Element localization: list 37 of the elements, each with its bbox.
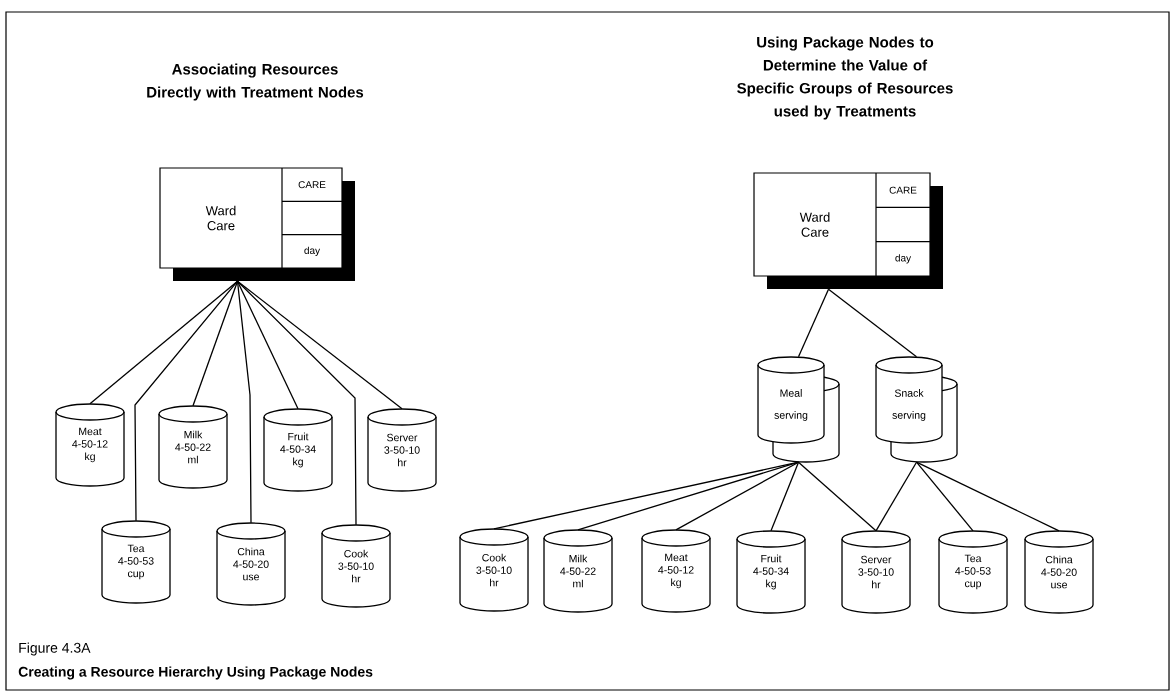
- package-cylinder: Meal serving: [757, 356, 840, 463]
- connector-line: [675, 461, 800, 531]
- resource-cylinder: Tea 4-50-53 cup: [938, 530, 1008, 614]
- resource-cylinder: Fruit 4-50-34 kg: [736, 530, 806, 614]
- connector-line: [236, 280, 299, 410]
- connector-line: [89, 280, 239, 405]
- resource-cylinder: Meat 4-50-12 kg: [641, 529, 711, 613]
- connector-line: [577, 461, 800, 531]
- resource-cylinder: Tea 4-50-53 cup: [101, 520, 171, 604]
- resource-cylinder: Meat 4-50-12 kg: [55, 403, 125, 487]
- connector-line: [236, 280, 252, 524]
- panel-heading: Associating Resources Directly with Treatment Nodes: [147, 63, 364, 101]
- connector-line: [797, 288, 830, 358]
- figure-caption: Creating a Resource Hierarchy Using Package Nodes: [18, 666, 373, 680]
- resource-cylinder: Server 3-50-10 hr: [367, 408, 437, 492]
- panel-heading: Using Package Nodes to Determine the Value of Specific Groups of Resources used by Treatments: [737, 36, 953, 120]
- package-cylinder: Snack serving: [875, 356, 958, 463]
- connector-line: [192, 280, 239, 407]
- connector-line: [797, 461, 877, 532]
- treatment-box: Ward Care CARE day: [753, 172, 943, 289]
- connector-line: [827, 288, 918, 358]
- connector-line: [915, 461, 974, 532]
- connector-line: [915, 461, 1060, 532]
- resource-cylinder: Server 3-50-10 hr: [841, 530, 911, 614]
- figure-number: Figure 4.3A: [19, 642, 91, 656]
- resource-cylinder: Milk 4-50-22 ml: [158, 405, 228, 489]
- resource-cylinder: Fruit 4-50-34 kg: [263, 408, 333, 492]
- connector-line: [770, 461, 800, 532]
- resource-cylinder: Cook 3-50-10 hr: [321, 524, 391, 608]
- resource-cylinder: Milk 4-50-22 ml: [543, 529, 613, 613]
- resource-cylinder: China 4-50-20 use: [1024, 530, 1094, 614]
- treatment-box: Ward Care CARE day: [159, 167, 355, 281]
- resource-cylinder: China 4-50-20 use: [216, 522, 286, 606]
- connector-line: [236, 280, 357, 526]
- resource-cylinder: Cook 3-50-10 hr: [459, 528, 529, 612]
- connector-line: [134, 280, 239, 522]
- connector-line: [875, 461, 918, 532]
